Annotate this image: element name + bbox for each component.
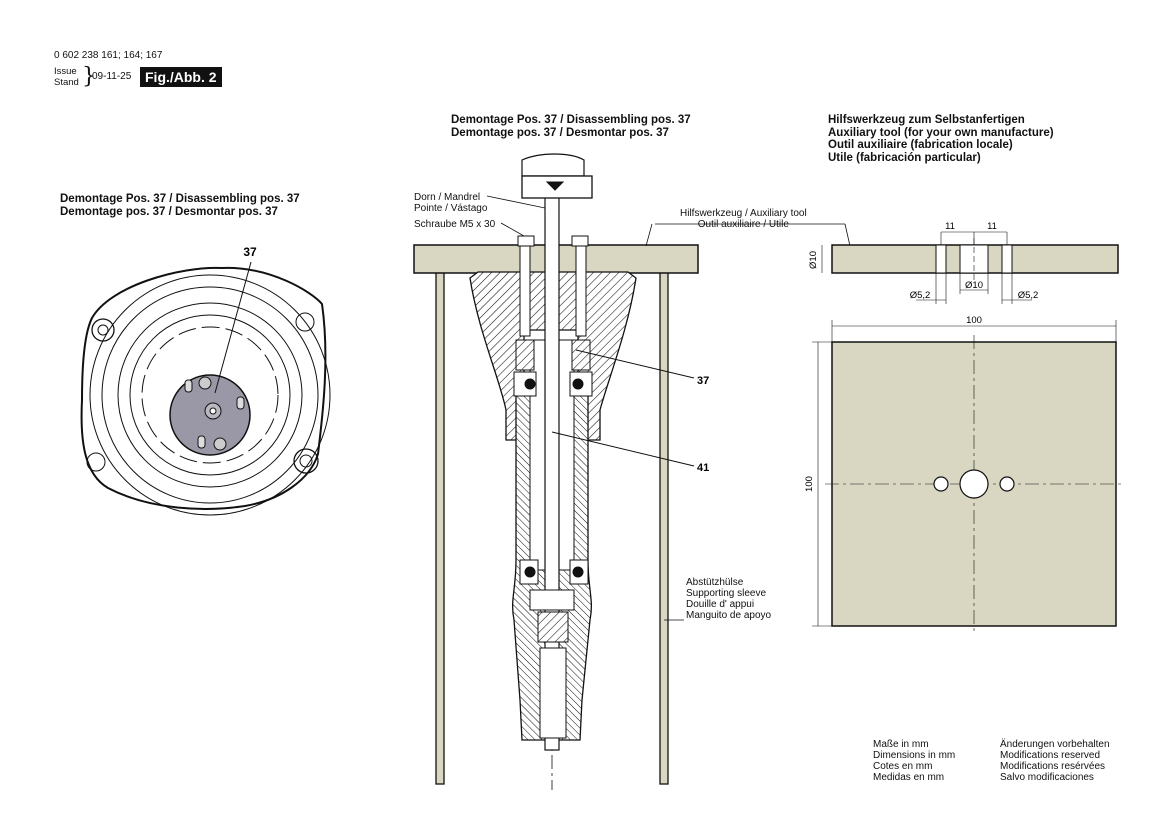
center-callout-41: 41	[697, 462, 709, 474]
sleeve-label: Abstützhülse Supporting sleeve Douille d…	[686, 577, 771, 621]
aux-tool-label: Hilfswerkzeug / Auxiliary tool Outil aux…	[680, 208, 807, 230]
dim-d10-center: Ø10	[965, 280, 983, 291]
mandrel-label: Dorn / Mandrel Pointe / Vástago	[414, 192, 487, 214]
part-numbers: 0 602 238 161; 164; 167	[54, 50, 163, 61]
dim-100-height: 100	[804, 476, 815, 492]
aux-tool-line2: Outil auxiliaire / Utile	[697, 219, 789, 230]
units-line3: Cotes en mm	[873, 761, 933, 772]
brace-symbol: }	[82, 64, 96, 89]
right-view-title: Hilfswerkzeug zum Selbstanfertigen Auxil…	[828, 114, 1054, 164]
stand-label: Stand	[54, 77, 79, 88]
housing-top-view	[80, 261, 331, 516]
issue-label: Issue	[54, 66, 77, 77]
left-callout-37: 37	[243, 245, 257, 259]
sleeve-line4: Manguito de apoyo	[686, 610, 772, 621]
right-title-line3: Outil auxiliaire (fabrication locale)	[828, 139, 1013, 151]
left-view-title: Demontage Pos. 37 / Disassembling pos. 3…	[60, 193, 300, 218]
dim-11-right: 11	[987, 221, 997, 232]
mods-line3: Modifications resérvées	[1000, 761, 1106, 772]
aux-tool-side-view	[821, 231, 1119, 304]
modifications-note: Änderungen vorbehalten Modifications res…	[1000, 739, 1110, 783]
dim-d52-right: Ø5,2	[1018, 290, 1039, 301]
aux-tool-top-view	[812, 320, 1122, 632]
figure-badge: Fig./Abb. 2	[140, 67, 222, 87]
mandrel-line2: Pointe / Vástago	[414, 203, 488, 214]
mods-line4: Salvo modificaciones	[1000, 772, 1094, 783]
dim-100-width: 100	[966, 315, 982, 326]
assembly-section	[413, 153, 851, 790]
dim-d52-left: Ø5,2	[910, 290, 931, 301]
center-view-title: Demontage Pos. 37 / Disassembling pos. 3…	[451, 114, 691, 139]
dim-d10-thickness: Ø10	[808, 251, 819, 269]
aux-tool-line1: Hilfswerkzeug / Auxiliary tool	[680, 208, 807, 219]
issue-date: 09-11-25	[92, 71, 132, 82]
left-title-line1: Demontage Pos. 37 / Disassembling pos. 3…	[60, 193, 300, 205]
units-note: Maße in mm Dimensions in mm Cotes en mm …	[873, 739, 955, 783]
units-line4: Medidas en mm	[873, 772, 945, 783]
right-title-line2: Auxiliary tool (for your own manufacture…	[828, 126, 1054, 139]
center-title-line2: Demontage pos. 37 / Desmontar pos. 37	[451, 126, 669, 139]
issue-stand-labels: Issue Stand	[54, 66, 79, 88]
units-line1: Maße in mm	[873, 739, 929, 750]
mods-line1: Änderungen vorbehalten	[1000, 739, 1110, 750]
sleeve-line3: Douille d' appui	[686, 599, 755, 610]
right-title-line1: Hilfswerkzeug zum Selbstanfertigen	[828, 114, 1025, 126]
left-title-line2: Demontage pos. 37 / Desmontar pos. 37	[60, 205, 278, 218]
dim-11-left: 11	[945, 221, 955, 232]
sleeve-line2: Supporting sleeve	[686, 588, 767, 599]
sleeve-line1: Abstützhülse	[686, 577, 744, 588]
mods-line2: Modifications reserved	[1000, 750, 1101, 761]
center-title-line1: Demontage Pos. 37 / Disassembling pos. 3…	[451, 114, 691, 126]
units-line2: Dimensions in mm	[873, 750, 956, 761]
center-callout-37: 37	[697, 375, 709, 387]
screw-label: Schraube M5 x 30	[414, 219, 496, 230]
right-title-line4: Utile (fabricación particular)	[828, 151, 981, 164]
mandrel-line1: Dorn / Mandrel	[414, 192, 481, 203]
